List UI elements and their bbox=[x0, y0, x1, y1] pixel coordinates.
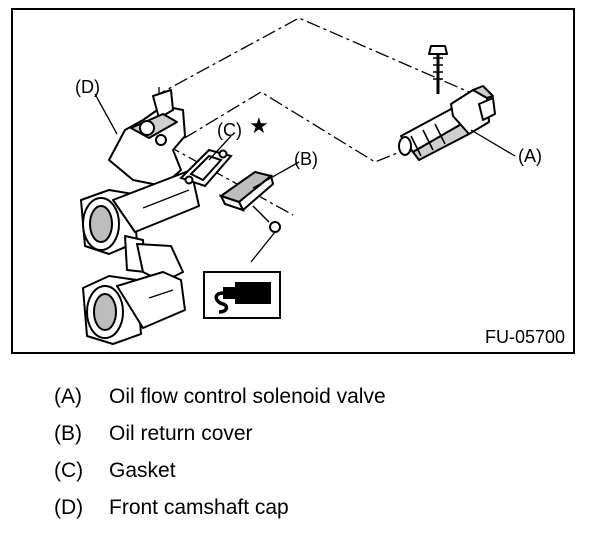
camshaft-cap-part bbox=[80, 89, 200, 345]
figure-code: FU-05700 bbox=[484, 327, 565, 347]
legend-item: (B) Oil return cover bbox=[54, 422, 386, 459]
callout-b: (B) bbox=[294, 149, 318, 169]
callout-a: (A) bbox=[518, 146, 542, 166]
legend-letter: (B) bbox=[54, 422, 82, 445]
exploded-diagram: (A) (B) (C) ★ (D) FU-05700 bbox=[11, 8, 575, 354]
legend-description: Oil return cover bbox=[109, 422, 253, 445]
solenoid-valve-part bbox=[398, 45, 496, 161]
legend-letter: (C) bbox=[54, 459, 84, 482]
legend-letter: (D) bbox=[54, 496, 84, 519]
leader-lines bbox=[94, 93, 516, 263]
legend-description: Front camshaft cap bbox=[109, 496, 289, 519]
legend-item: (D) Front camshaft cap bbox=[54, 496, 386, 533]
callout-c: (C) bbox=[217, 120, 242, 140]
oil-return-cover-part bbox=[218, 170, 281, 233]
callout-d: (D) bbox=[75, 77, 100, 97]
parts-legend: (A) Oil flow control solenoid valve (B) … bbox=[54, 385, 386, 533]
legend-item: (C) Gasket bbox=[54, 459, 386, 496]
legend-description: Oil flow control solenoid valve bbox=[109, 385, 386, 408]
sealant-bottle-icon bbox=[203, 271, 281, 319]
legend-letter: (A) bbox=[54, 385, 82, 408]
legend-description: Gasket bbox=[109, 459, 176, 482]
legend-item: (A) Oil flow control solenoid valve bbox=[54, 385, 386, 422]
star-symbol: ★ bbox=[249, 113, 269, 138]
gasket-part bbox=[179, 148, 233, 188]
